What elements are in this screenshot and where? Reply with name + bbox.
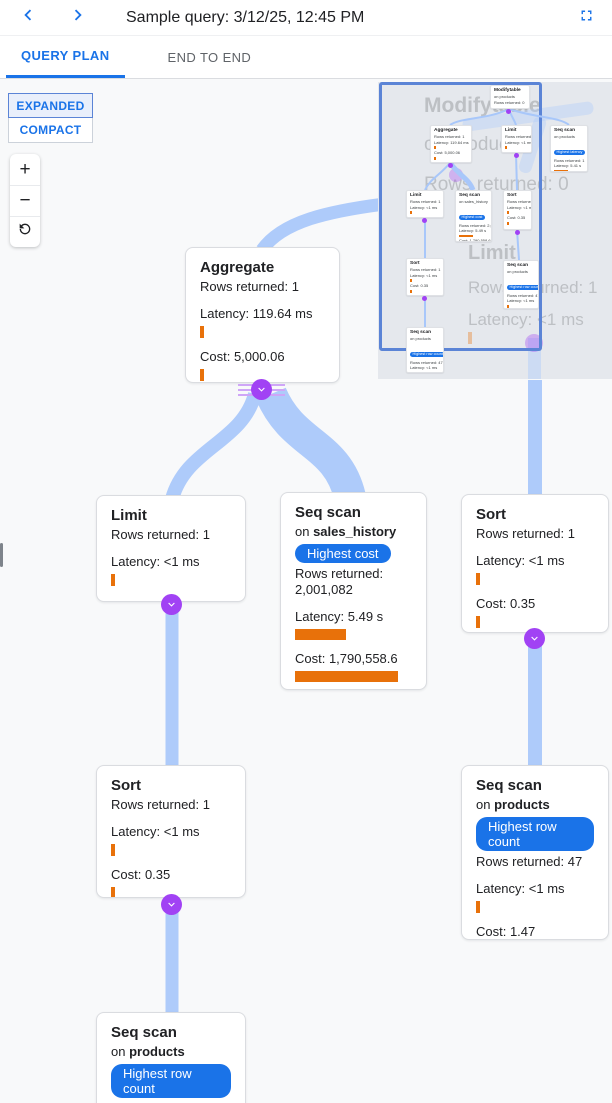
node-seq-scan-sales-history[interactable]: Seq scan on sales_history Highest cost R…	[280, 492, 427, 690]
latency-bar	[111, 574, 115, 586]
next-query-button[interactable]	[66, 6, 90, 30]
mini-node-modifytable: Modifytable on products Rows returned: 0	[490, 85, 530, 109]
highest-row-count-badge: Highest row count	[111, 1064, 231, 1098]
faded-collapse-icon	[525, 334, 543, 352]
left-scrollbar-thumb[interactable]	[0, 543, 3, 567]
node-limit[interactable]: Limit Rows returned: 1 Latency: <1 ms	[96, 495, 246, 602]
cost: Cost: 1,790,558.6	[295, 651, 398, 666]
mini-collapse-icon	[422, 218, 427, 223]
mini-node-sort-left: Sort Rows returned: 1 Latency: <1 ms Cos…	[406, 258, 444, 296]
mini-node-aggregate: Aggregate Rows returned: 1 Latency: 119.…	[430, 125, 472, 163]
cost-bar	[476, 616, 480, 628]
minimap[interactable]: Modifytable on products Rows returned: 0…	[378, 82, 612, 379]
collapse-icon-sort-left[interactable]	[161, 894, 182, 915]
latency: Latency: <1 ms	[476, 553, 565, 568]
fullscreen-icon	[578, 7, 595, 29]
node-seq-scan-products-right[interactable]: Seq scan on products Highest row count R…	[461, 765, 609, 940]
table-name: on products	[476, 797, 550, 812]
node-sort-right[interactable]: Sort Rows returned: 1 Latency: <1 ms Cos…	[461, 494, 609, 633]
node-title: Seq scan	[111, 1024, 177, 1041]
mini-node-seq-scan-products-right: Seq scan on products Highest row count R…	[503, 260, 539, 309]
mini-node-seq-scan-sales: Seq scan on sales_history Highest cost R…	[455, 190, 492, 242]
tab-bar: QUERY PLAN END TO END	[0, 36, 612, 79]
node-title: Limit	[111, 507, 147, 524]
latency-bar	[295, 629, 346, 640]
node-title: Seq scan	[476, 777, 542, 794]
zoom-controls: + −	[10, 154, 40, 247]
mini-collapse-icon	[514, 153, 519, 158]
plan-canvas[interactable]: Aggregate Rows returned: 1 Latency: 119.…	[0, 79, 612, 1103]
zoom-out-button[interactable]: −	[10, 185, 40, 216]
chevron-down-icon	[258, 387, 265, 392]
latency-bar	[111, 844, 115, 856]
rows-returned: Rows returned: 1	[111, 797, 210, 812]
rows-returned: Rows returned: 47	[476, 854, 583, 869]
cost-bar	[111, 887, 115, 897]
header: Sample query: 3/12/25, 12:45 PM	[0, 0, 612, 36]
node-title: Sort	[476, 506, 506, 523]
zoom-in-button[interactable]: +	[19, 158, 31, 180]
node-aggregate[interactable]: Aggregate Rows returned: 1 Latency: 119.…	[185, 247, 340, 383]
reset-view-button[interactable]	[10, 216, 40, 247]
latency: Latency: 5.49 s	[295, 609, 384, 624]
collapse-icon-aggregate[interactable]	[251, 379, 272, 400]
mini-node-limit-left: Limit Rows returned: 1 Latency: <1 ms	[406, 190, 444, 218]
node-title: Sort	[111, 777, 141, 794]
cost-bar	[200, 369, 204, 381]
fullscreen-button[interactable]	[574, 6, 598, 30]
latency-bar	[476, 573, 480, 585]
latency-bar	[200, 326, 204, 338]
chevron-down-icon	[168, 902, 175, 907]
latency: Latency: <1 ms	[111, 824, 200, 839]
table-name: on sales_history	[295, 524, 397, 539]
cost: Cost: 0.35	[111, 867, 171, 882]
chevron-right-icon	[67, 4, 89, 31]
chevron-down-icon	[531, 636, 538, 641]
node-title: Seq scan	[295, 504, 361, 521]
latency: Latency: <1 ms	[111, 554, 200, 569]
collapse-icon-limit[interactable]	[161, 594, 182, 615]
mini-node-limit-mid: Limit Rows returned: 1 Latency: <1 ms	[501, 125, 532, 153]
previous-query-button[interactable]	[16, 6, 40, 30]
highest-cost-badge: Highest cost	[295, 544, 391, 563]
rotate-reset-icon	[17, 221, 33, 243]
chevron-down-icon	[168, 602, 175, 607]
rows-returned: Rows returned: 1	[111, 527, 210, 542]
mini-collapse-icon	[515, 230, 520, 235]
faded-limit-latency: Latency: <1 ms	[468, 310, 584, 329]
node-sort-left[interactable]: Sort Rows returned: 1 Latency: <1 ms Cos…	[96, 765, 246, 898]
cost: Cost: 0.35	[476, 596, 536, 611]
compact-button[interactable]: COMPACT	[8, 118, 93, 143]
node-title: Aggregate	[200, 259, 275, 276]
rows-returned: Rows returned: 1	[200, 279, 299, 294]
collapse-icon-sort-right[interactable]	[524, 628, 545, 649]
cost-bar	[295, 671, 398, 682]
mini-node-seq-scan-products-left: Seq scan on products Highest row count R…	[406, 327, 444, 373]
rows-returned: Rows returned: 2,001,082	[295, 566, 384, 597]
cost: Cost: 5,000.06	[200, 349, 285, 364]
latency: Latency: <1 ms	[476, 881, 565, 896]
mini-node-sort-mid: Sort Rows returned: 1 Latency: <1 ms Cos…	[503, 190, 532, 230]
mini-collapse-icon	[422, 296, 427, 301]
rows-returned: Rows returned: 1	[476, 526, 575, 541]
page-title: Sample query: 3/12/25, 12:45 PM	[126, 8, 365, 26]
expanded-button[interactable]: EXPANDED	[8, 93, 93, 118]
view-mode-toggle: EXPANDED COMPACT	[8, 93, 93, 143]
cost: Cost: 1.47	[476, 924, 536, 939]
mini-collapse-icon	[506, 109, 511, 114]
rows-returned: Rows returned: 47	[111, 1101, 231, 1103]
mini-node-seq-scan-latency: Seq scan on products Highest latency Row…	[550, 125, 588, 172]
latency-bar	[476, 901, 480, 913]
faded-limit-title: Limit	[468, 242, 516, 264]
faded-latency-bar	[468, 332, 472, 344]
tab-query-plan[interactable]: QUERY PLAN	[6, 36, 125, 78]
chevron-left-icon	[17, 4, 39, 31]
table-name: on products	[111, 1044, 185, 1059]
highest-row-count-badge: Highest row count	[476, 817, 594, 851]
latency: Latency: 119.64 ms	[200, 306, 313, 321]
mini-collapse-icon	[448, 163, 453, 168]
node-seq-scan-products-bottom[interactable]: Seq scan on products Highest row count R…	[96, 1012, 246, 1103]
tab-end-to-end[interactable]: END TO END	[167, 49, 252, 65]
